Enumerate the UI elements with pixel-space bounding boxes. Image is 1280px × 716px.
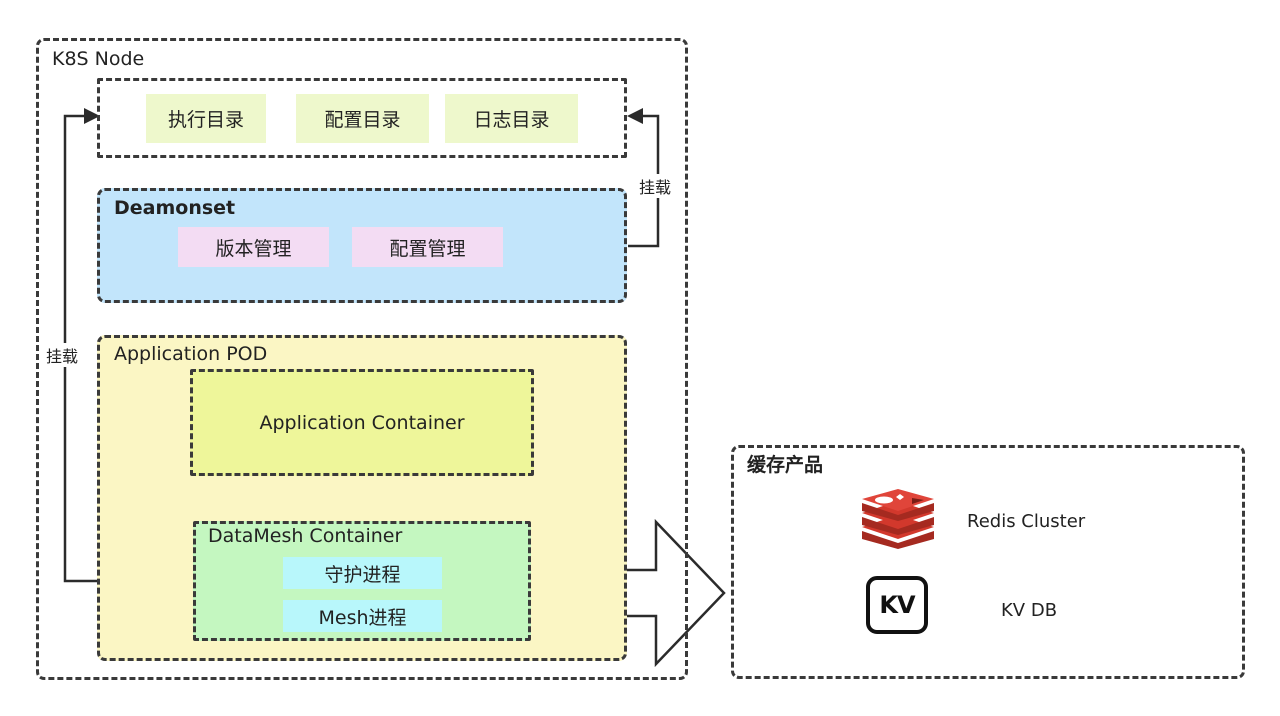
datamesh-title: DataMesh Container bbox=[208, 525, 403, 547]
dir-log: 日志目录 bbox=[445, 94, 578, 143]
k8s-node-title: K8S Node bbox=[52, 48, 145, 70]
datamesh-mesh-process: Mesh进程 bbox=[283, 600, 442, 632]
mount-label-left: 挂载 bbox=[46, 343, 79, 367]
cache-products-box bbox=[731, 445, 1245, 679]
redis-cluster-label: Redis Cluster bbox=[967, 511, 1086, 532]
daemon-version-mgmt: 版本管理 bbox=[178, 227, 329, 267]
application-container-label: Application Container bbox=[259, 411, 465, 434]
mount-label-right: 挂载 bbox=[639, 174, 672, 198]
mount-right-arrowhead bbox=[627, 108, 643, 124]
cache-products-title: 缓存产品 bbox=[747, 454, 824, 476]
application-container-box: Application Container bbox=[190, 369, 534, 476]
dir-exec: 执行目录 bbox=[146, 94, 266, 143]
application-pod-title: Application POD bbox=[114, 343, 268, 365]
daemon-config-mgmt: 配置管理 bbox=[352, 227, 503, 267]
directories-box bbox=[97, 78, 627, 158]
dir-config: 配置目录 bbox=[296, 94, 429, 143]
k8s-node-box bbox=[36, 38, 688, 680]
kv-logo-icon: KV bbox=[866, 576, 928, 634]
redis-logo-icon bbox=[862, 489, 934, 549]
kv-db-label: KV DB bbox=[1001, 600, 1058, 621]
daemonset-title: Deamonset bbox=[114, 197, 236, 219]
mount-left-arrowhead bbox=[84, 108, 100, 124]
datamesh-daemon-process: 守护进程 bbox=[283, 557, 442, 589]
